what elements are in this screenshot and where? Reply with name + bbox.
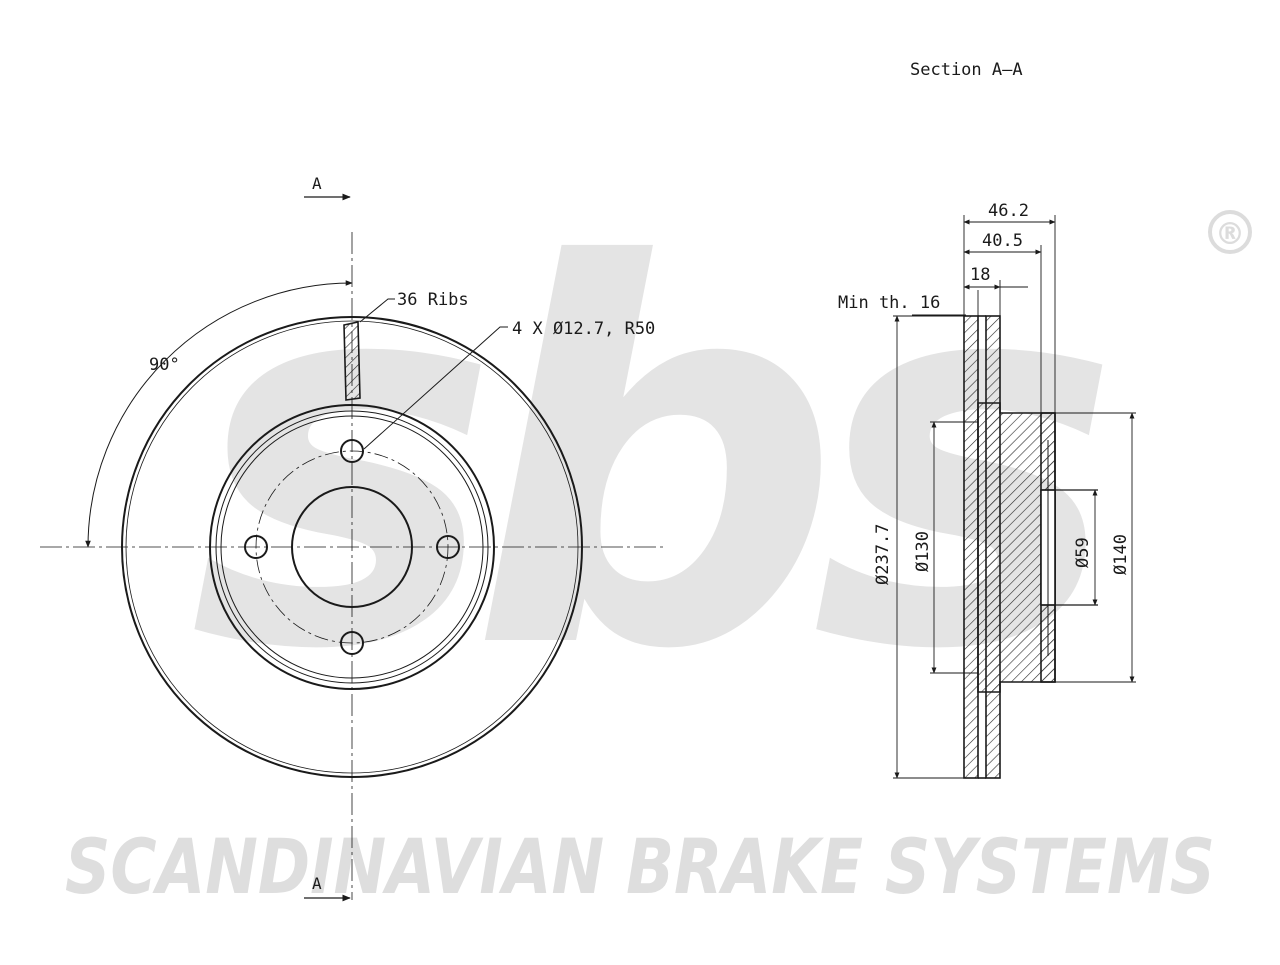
angle-label: 90° bbox=[149, 355, 180, 375]
watermark-company: SCANDINAVIAN BRAKE SYSTEMS bbox=[65, 822, 1215, 911]
section-mark-top: A bbox=[312, 174, 322, 193]
section-mark-bottom: A bbox=[312, 874, 322, 893]
holes-label: 4 X Ø12.7, R50 bbox=[512, 319, 655, 339]
label-18: 18 bbox=[970, 265, 990, 285]
label-40-5: 40.5 bbox=[982, 231, 1023, 251]
section-dimensions bbox=[893, 215, 1136, 779]
registered-mark: ® bbox=[1208, 210, 1252, 254]
registered-mark-text: ® bbox=[1215, 217, 1245, 252]
label-59: Ø59 bbox=[1073, 537, 1093, 568]
label-130: Ø130 bbox=[913, 531, 933, 572]
label-min-th: Min th. 16 bbox=[838, 293, 940, 313]
angle-arc bbox=[85, 280, 353, 548]
section-title: Section A–A bbox=[910, 60, 1023, 80]
label-46-2: 46.2 bbox=[988, 201, 1029, 221]
label-237-7: Ø237.7 bbox=[873, 524, 893, 585]
ribs-label: 36 Ribs bbox=[397, 290, 469, 310]
holes-leader bbox=[363, 326, 508, 450]
section-dimension-labels: 46.2 40.5 18 Min th. 16 Ø237.7 Ø130 Ø59 … bbox=[838, 201, 1131, 585]
ribs-leader bbox=[359, 298, 395, 323]
label-140: Ø140 bbox=[1111, 534, 1131, 575]
bolt-hole-right bbox=[436, 535, 460, 559]
plate-inner bbox=[963, 315, 979, 779]
section-view bbox=[963, 315, 1098, 779]
front-view bbox=[40, 193, 665, 902]
rib-section bbox=[343, 321, 361, 401]
bolt-hole-bottom bbox=[340, 631, 364, 655]
front-view-labels: A A 90° 36 Ribs 4 X Ø12.7, R50 bbox=[149, 174, 655, 893]
